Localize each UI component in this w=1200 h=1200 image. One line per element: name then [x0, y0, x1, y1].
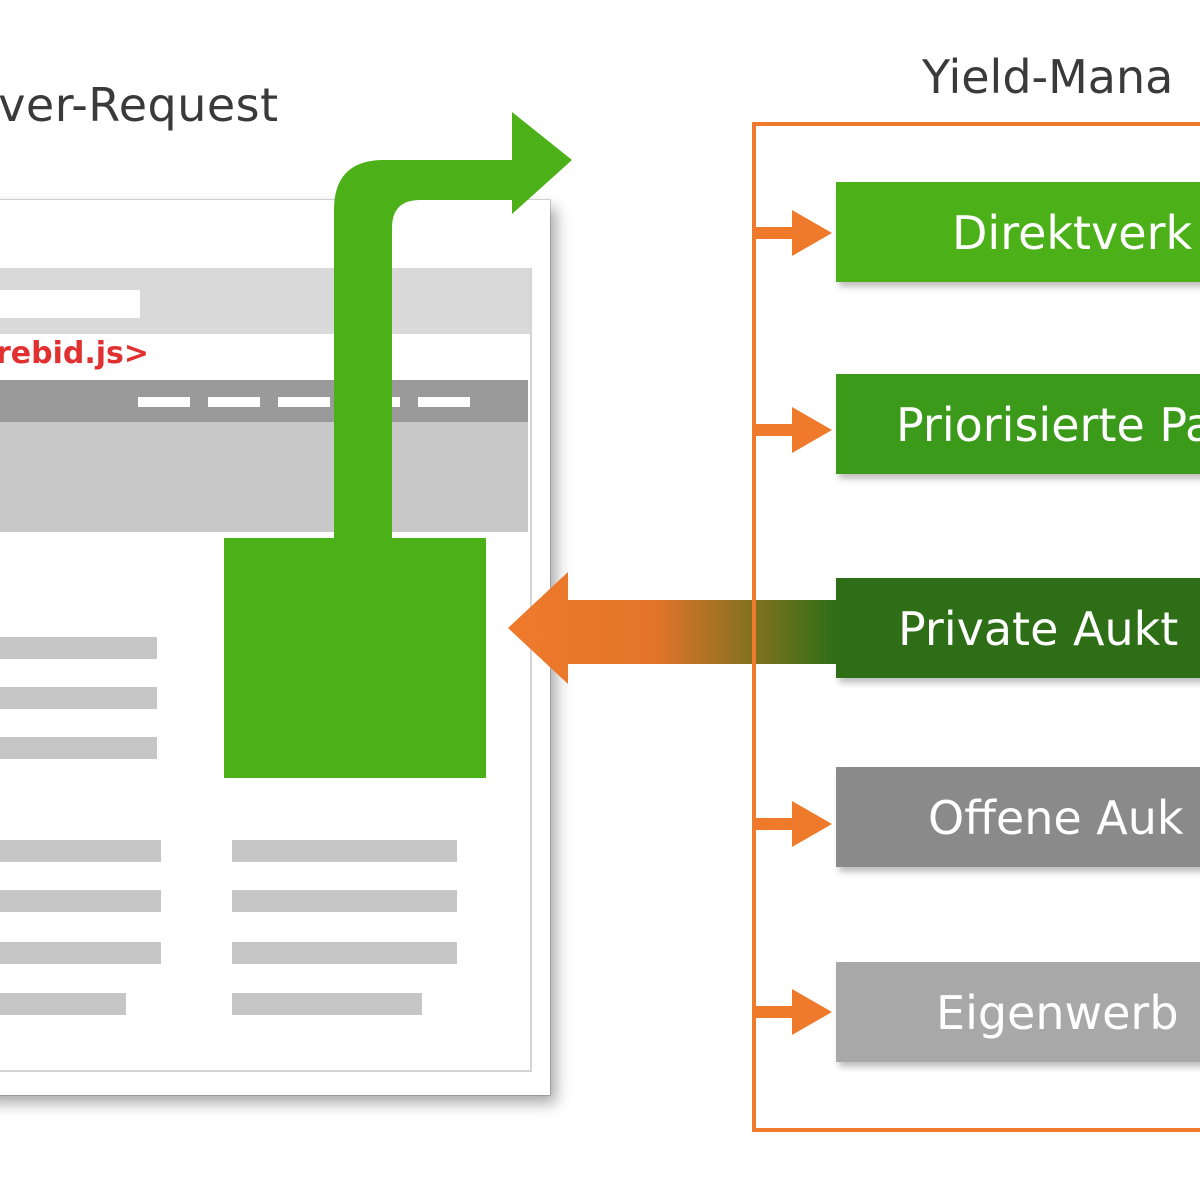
text-placeholder-line	[0, 942, 161, 964]
text-placeholder-line	[0, 840, 161, 862]
nav-item	[278, 397, 330, 407]
page-hero-block	[0, 422, 528, 532]
tier-label: Private Aukt	[898, 602, 1179, 656]
text-placeholder-line	[232, 993, 422, 1015]
address-bar	[0, 290, 140, 318]
nav-item	[208, 397, 260, 407]
upward-green-arrow	[334, 112, 572, 540]
tier-priorisierte: Priorisierte Pa	[836, 374, 1200, 474]
nav-item	[138, 397, 190, 407]
text-placeholder-line	[0, 687, 157, 709]
script-line	[0, 334, 528, 380]
tier-label: Offene Auk	[928, 791, 1184, 845]
tier-label: Priorisierte Pa	[896, 398, 1200, 452]
tier-arrow-icon	[752, 407, 832, 453]
tier-arrow-icon	[752, 210, 832, 256]
prebid-script-tag: rebid.js>	[0, 336, 150, 371]
text-placeholder-line	[232, 890, 457, 912]
text-placeholder-line	[232, 840, 457, 862]
tier-label: Eigenwerb	[936, 986, 1179, 1040]
tier-offene-auktion: Offene Auk	[836, 767, 1200, 867]
text-placeholder-line	[0, 890, 161, 912]
text-placeholder-line	[0, 737, 157, 759]
text-placeholder-line	[0, 637, 157, 659]
tier-private-auktion: Private Aukt	[836, 578, 1200, 678]
tier-direktverkauf: Direktverk	[836, 182, 1200, 282]
nav-item	[418, 397, 470, 407]
text-placeholder-line	[0, 993, 126, 1015]
yield-management-frame	[752, 122, 1200, 1132]
yield-management-heading: Yield-Mana	[922, 50, 1174, 104]
text-placeholder-line	[232, 942, 457, 964]
server-request-heading: erver-Request	[0, 78, 279, 132]
tier-label: Direktverk	[952, 206, 1193, 260]
ad-slot	[224, 538, 486, 778]
tier-eigenwerbung: Eigenwerb	[836, 962, 1200, 1062]
tier-arrow-icon	[752, 989, 832, 1035]
tier-arrow-icon	[752, 801, 832, 847]
